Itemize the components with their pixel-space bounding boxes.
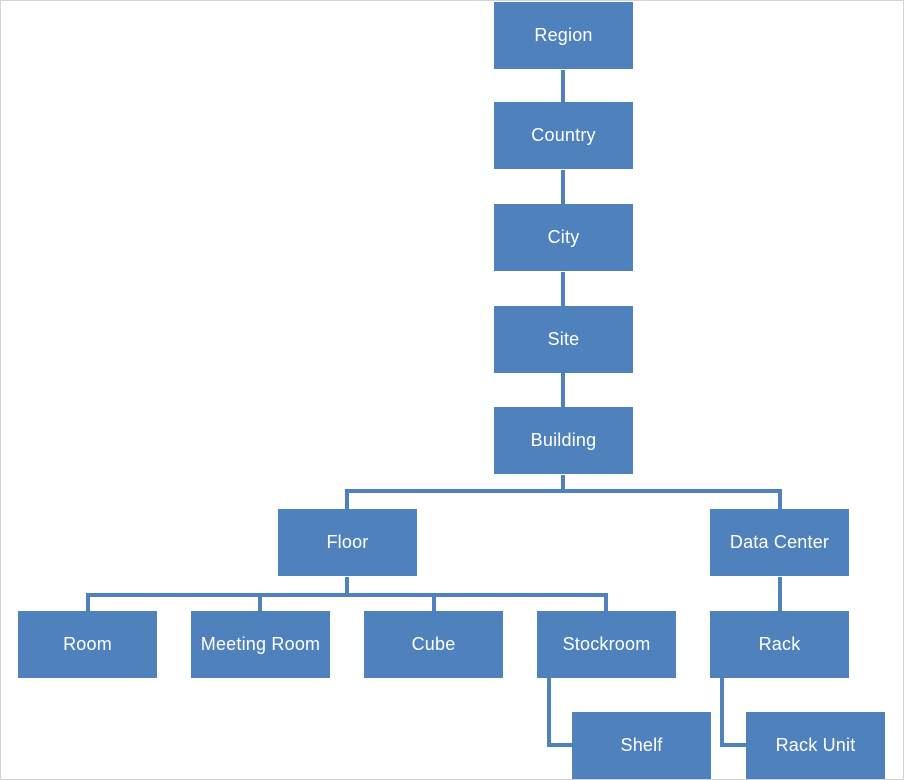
node-cube: Cube bbox=[364, 611, 503, 678]
node-rack: Rack bbox=[710, 611, 849, 678]
node-building: Building bbox=[494, 407, 633, 474]
node-meeting-room: Meeting Room bbox=[191, 611, 330, 678]
node-country: Country bbox=[494, 102, 633, 169]
connector-building-floor bbox=[345, 489, 563, 509]
connector-rack-rack-unit bbox=[720, 678, 746, 747]
node-floor: Floor bbox=[278, 509, 417, 576]
node-region: Region bbox=[494, 2, 633, 69]
connector-floor-room bbox=[86, 593, 347, 611]
node-stockroom: Stockroom bbox=[537, 611, 676, 678]
node-city: City bbox=[494, 204, 633, 271]
connector-floor-stockroom bbox=[347, 593, 608, 611]
node-rack-unit: Rack Unit bbox=[746, 712, 885, 779]
node-site: Site bbox=[494, 306, 633, 373]
node-room: Room bbox=[18, 611, 157, 678]
connector-stockroom-shelf bbox=[547, 678, 572, 747]
node-data-center: Data Center bbox=[710, 509, 849, 576]
node-shelf: Shelf bbox=[572, 712, 711, 779]
connector-building-data-center bbox=[563, 489, 782, 509]
